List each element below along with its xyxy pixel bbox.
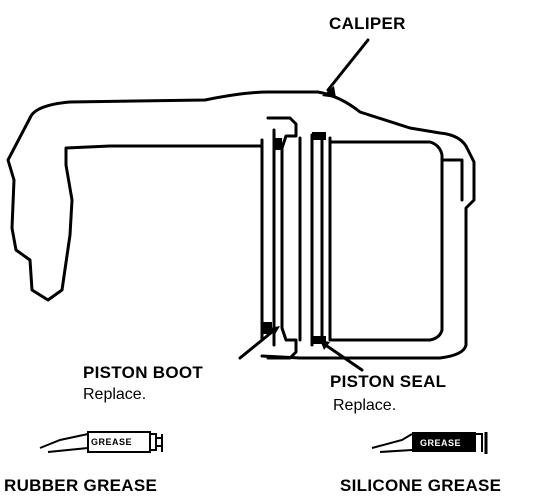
boot-arrowhead [270, 326, 280, 336]
boot-lip-bottom [262, 322, 272, 334]
silicone-grease-gun-text: GREASE [420, 438, 462, 448]
boot-pointer [238, 330, 274, 360]
piston-outline [330, 140, 444, 342]
silicone-grease-label: SILICONE GREASE [340, 476, 502, 495]
seal-block-bottom [312, 336, 326, 344]
rubber-grease-label: RUBBER GREASE [4, 476, 158, 495]
piston-boot-note: Replace. [83, 386, 147, 403]
piston-seal-label: PISTON SEAL [330, 372, 447, 391]
silicone-grease-gun-icon [371, 432, 488, 454]
rubber-grease-gun-icon [39, 431, 163, 453]
caliper-finger-outline [6, 116, 74, 302]
seal-arrowhead [320, 340, 330, 350]
seal-block-top [312, 132, 326, 140]
caliper-body-outline [28, 90, 476, 360]
boot-shell-outline [266, 116, 298, 360]
caliper-label: CALIPER [329, 14, 406, 33]
caliper-inner-arm [64, 144, 264, 167]
piston-boot-label: PISTON BOOT [83, 363, 204, 382]
caliper-right-step [440, 158, 464, 202]
caliper-pointer [326, 38, 370, 92]
rubber-grease-gun-text: GREASE [91, 437, 133, 447]
caliper-arrowhead [322, 86, 336, 98]
seal-pointer [322, 342, 364, 372]
boot-lip-top [274, 138, 282, 150]
piston-seal-note: Replace. [333, 397, 397, 414]
